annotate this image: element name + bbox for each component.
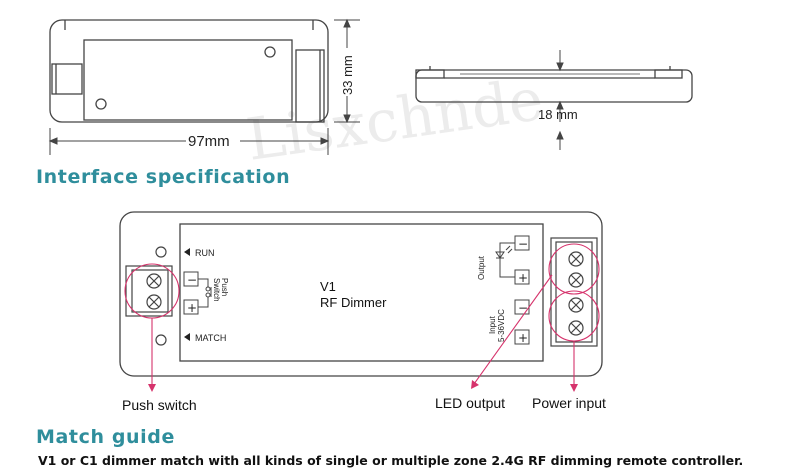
side-view-drawing — [415, 66, 693, 103]
input-plus-label: + — [518, 331, 528, 345]
output-side-label: Output — [477, 255, 486, 280]
push-switch-side-label-line2: Switch — [212, 278, 221, 302]
push-minus-label: − — [187, 273, 197, 287]
device-name: RF Dimmer — [320, 295, 387, 310]
push-switch-polarity — [183, 271, 212, 315]
match-arrow-icon — [184, 333, 190, 341]
output-input-terminal — [550, 237, 598, 347]
input-voltage-label: 5-36VDC — [497, 309, 506, 342]
power-input-callout: Power input — [532, 395, 606, 411]
match-led — [155, 334, 167, 346]
led-output-callout: LED output — [435, 395, 505, 411]
push-switch-side-label: Push Switch — [212, 278, 229, 302]
height-dimension-line — [556, 50, 564, 150]
match-label: MATCH — [195, 333, 226, 343]
width-dimension-line — [334, 18, 360, 124]
interface-heading: Interface specification — [36, 166, 291, 188]
output-minus-label: − — [518, 237, 528, 251]
length-dimension-label: 97mm — [188, 133, 230, 150]
match-guide-text: V1 or C1 dimmer match with all kinds of … — [38, 453, 744, 468]
length-dimension-line — [48, 128, 330, 155]
run-label: RUN — [195, 248, 215, 258]
push-switch-terminal — [125, 265, 173, 317]
match-guide-heading: Match guide — [36, 426, 175, 448]
device-model: V1 — [320, 279, 336, 294]
push-switch-callout: Push switch — [122, 397, 197, 413]
output-plus-label: + — [518, 271, 528, 285]
push-plus-label: + — [187, 301, 197, 315]
callout-arrowheads — [148, 380, 578, 392]
run-arrow-icon — [184, 248, 190, 256]
device-body — [119, 211, 603, 377]
input-minus-label: − — [518, 301, 528, 315]
input-side-label: Input — [488, 315, 497, 334]
height-dimension-label: 18 mm — [538, 107, 578, 122]
push-switch-side-label-line1: Push — [220, 278, 229, 296]
run-led — [155, 246, 167, 258]
width-dimension-label: 33 mm — [340, 55, 355, 95]
top-view-drawing — [49, 19, 329, 123]
callout-markers — [124, 243, 600, 386]
led-symbol-icon — [495, 245, 513, 259]
